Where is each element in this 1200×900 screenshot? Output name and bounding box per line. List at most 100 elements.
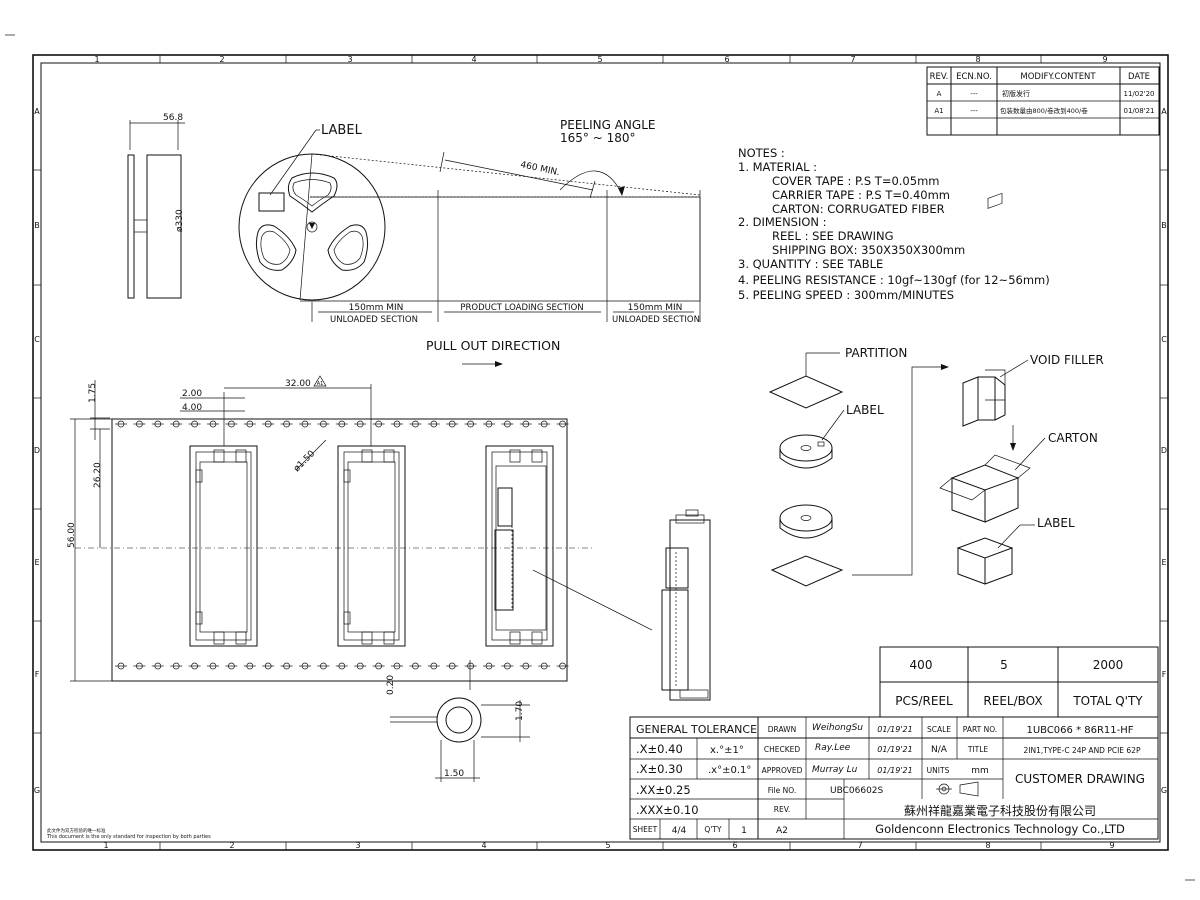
tol-x: .X±0.40 [636, 742, 683, 756]
void-filler-callout: VOID FILLER [1030, 353, 1104, 367]
qty-label: Q'TY [704, 825, 722, 834]
row-marker: E [34, 558, 39, 567]
dim-hole: ø1.50 [292, 449, 317, 474]
customer-drawing: CUSTOMER DRAWING [1015, 772, 1145, 786]
approved-date: 01/19'21 [877, 766, 912, 775]
qty-reels-per-box: 5 [1000, 658, 1008, 672]
content-header: MODIFY.CONTENT [1020, 72, 1096, 82]
reel-diameter-dim: ø330 [175, 209, 185, 232]
col-marker: 7 [857, 841, 862, 850]
col-marker: 4 [471, 55, 476, 64]
note-line: 4. PEELING RESISTANCE : 10gf~130gf (for … [738, 273, 1050, 287]
label-callout-2: LABEL [1037, 516, 1075, 530]
qty-per-reel: 400 [910, 658, 933, 672]
column-markers-top: 1 2 3 4 5 6 7 8 9 [94, 55, 1107, 64]
approved-by: Murray Lu [812, 765, 858, 775]
col-marker: 8 [985, 841, 990, 850]
row-marker: A [1161, 107, 1167, 116]
date-header: DATE [1128, 72, 1150, 82]
tol-xx: .XX±0.25 [636, 783, 691, 797]
scale-value: N/A [931, 745, 948, 755]
drawing-frame [5, 34, 1195, 881]
col-marker: 9 [1102, 55, 1107, 64]
units-value: mm [971, 766, 989, 776]
tape-sections: 150mm MIN UNLOADED SECTION PRODUCT LOADI… [299, 118, 701, 367]
col-marker: 6 [724, 55, 729, 64]
component-pocket [189, 445, 258, 647]
title-label: TITLE [967, 745, 989, 754]
rev-cell: A [937, 90, 942, 98]
col-marker: 5 [605, 841, 610, 850]
sprocket-holes [115, 420, 569, 670]
dim-4-00: 4.00 [182, 403, 202, 413]
sec1-name: UNLOADED SECTION [330, 315, 418, 325]
reel-label-callout: LABEL [321, 123, 363, 138]
col-marker: 5 [597, 55, 602, 64]
carton-callout: CARTON [1048, 431, 1098, 445]
packaging-flow: PARTITION LABEL VOID FILLER CARTON [768, 192, 1104, 587]
footer-note: 此文件为双方检验的唯一标准 This document is the only … [46, 827, 211, 840]
row-marker: C [34, 335, 40, 344]
content-cell: 初版发行 [1002, 89, 1030, 98]
pitch-rev-flag: A1 [317, 381, 324, 387]
row-marker: D [34, 446, 40, 455]
checked-label: CHECKED [764, 745, 801, 754]
note-line: 5. PEELING SPEED : 300mm/MINUTES [738, 288, 954, 302]
scale-label: SCALE [927, 725, 951, 734]
title-block: GENERAL TOLERANCE .X±0.40 .X±0.30 .XX±0.… [629, 716, 1159, 840]
col-marker: 1 [94, 55, 99, 64]
ecn-cell: --- [970, 107, 978, 115]
content-cell: 包装数量由800/卷改到400/卷 [1000, 106, 1088, 115]
unit-reel-box: REEL/BOX [983, 694, 1042, 708]
dim-1-70: 1.70 [515, 701, 525, 721]
part-detail-view [532, 509, 711, 701]
col-marker: 6 [732, 841, 737, 850]
col-marker: 4 [481, 841, 486, 850]
row-marker: B [34, 221, 40, 230]
qty-total: 2000 [1093, 658, 1124, 672]
drawn-by: WeihongSu [812, 723, 863, 733]
col-marker: 3 [355, 841, 360, 850]
pull-direction: PULL OUT DIRECTION [426, 338, 560, 353]
note-line: CARTON: CORRUGATED FIBER [772, 202, 945, 216]
dim-1-75: 1.75 [88, 383, 98, 403]
label-callout-1: LABEL [846, 403, 884, 417]
row-marker: B [1161, 221, 1167, 230]
rev-cell: A1 [934, 107, 943, 115]
rev-value: A2 [776, 826, 788, 836]
col-marker: 1 [103, 841, 108, 850]
note-line: SHIPPING BOX: 350X350X300mm [772, 243, 965, 257]
dim-26-20: 26.20 [93, 462, 103, 488]
row-marker: G [34, 786, 40, 795]
drawn-date: 01/19'21 [877, 725, 912, 734]
note-line: 3. QUANTITY : SEE TABLE [738, 257, 883, 271]
col-marker: 9 [1109, 841, 1114, 850]
footer-note-cn: 此文件为双方检验的唯一标准 [47, 827, 106, 834]
note-line: 1. MATERIAL : [738, 160, 817, 174]
date-cell: 11/02'20 [1123, 90, 1154, 98]
row-marker: E [1161, 558, 1166, 567]
units-label: UNITS [927, 766, 950, 775]
unit-pcs-reel: PCS/REEL [895, 694, 953, 708]
col-marker: 7 [850, 55, 855, 64]
row-markers: A B C D E F G A B C D E F G [34, 107, 1167, 795]
dim-56-00: 56.00 [67, 522, 77, 548]
sec2-name: PRODUCT LOADING SECTION [460, 303, 583, 313]
sheet-value: 4/4 [672, 826, 687, 836]
tol-xxx: .XXX±0.10 [636, 803, 699, 817]
note-line: CARRIER TAPE : P.S T=0.40mm [772, 188, 950, 202]
dim-1-50: 1.50 [444, 769, 464, 779]
section-detail: 1.70 0.20 1.50 [386, 660, 530, 782]
approved-label: APPROVED [762, 766, 803, 775]
carrier-tape-plan: 1.75 26.20 56.00 2.00 4.00 32.00 A1 ø1.5… [67, 375, 595, 682]
component-pocket-loaded [485, 445, 554, 647]
qty-value: 1 [741, 826, 747, 836]
column-markers-bottom: 1 2 3 4 5 6 7 8 9 [103, 841, 1114, 850]
row-marker: G [1161, 786, 1167, 795]
part-no-value: 1UBC066 * 86R11-HF [1026, 725, 1133, 736]
col-marker: 3 [347, 55, 352, 64]
unit-total-qty: TOTAL Q'TY [1072, 694, 1143, 708]
sheet-label: SHEET [633, 825, 658, 834]
sec3-name: UNLOADED SECTION [612, 315, 700, 325]
